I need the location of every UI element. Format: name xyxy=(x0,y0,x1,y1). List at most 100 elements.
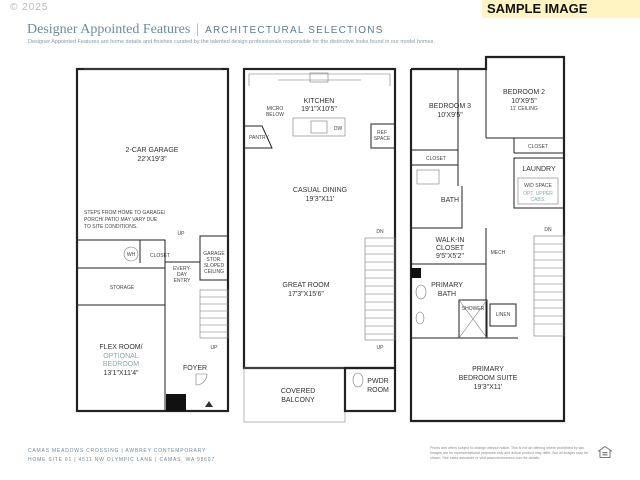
equal-housing-icon xyxy=(598,446,612,458)
kitchen-counter xyxy=(248,73,391,86)
foyer-door-swing xyxy=(195,373,208,386)
pwdr-label-1: PWDR xyxy=(367,378,388,385)
kitchen-island xyxy=(292,117,346,137)
entry-step-block xyxy=(166,394,186,411)
great-room-label: GREAT ROOM xyxy=(282,282,329,289)
kitchen-dims: 19'1"X10'5" xyxy=(301,106,337,113)
steps-note-2: PORCH/ PATIO MAY VARY DUE xyxy=(84,217,158,223)
title-separator: | xyxy=(196,22,200,37)
garage-stor-box xyxy=(199,235,229,281)
bedroom2-label: BEDROOM 2 xyxy=(503,89,545,96)
everyday-entry-3: ENTRY xyxy=(174,278,192,284)
entry-arrow xyxy=(205,401,213,407)
dining-dims: 19'3"X11' xyxy=(306,196,335,203)
shower-label: SHOWER xyxy=(462,306,485,312)
flex-optional-2: BEDROOM xyxy=(103,361,139,368)
laundry-walls xyxy=(513,157,565,209)
garage-stor-2: STOR. xyxy=(206,257,221,263)
micro-label-1: MICRO xyxy=(267,106,284,112)
walkin-dims: 9'5"X5'2" xyxy=(436,253,464,260)
stairs-ground xyxy=(199,289,229,339)
everyday-entry-2: DAY xyxy=(177,272,188,278)
footer-address: CAMAS MEADOWS CROSSING | AWBREY CONTEMPO… xyxy=(28,447,215,465)
pwdr-label-2: ROOM xyxy=(367,387,389,394)
suite-dims: 19'3"X11' xyxy=(474,384,503,391)
garage-stor-4: CEILING xyxy=(204,269,224,275)
footer-line-2: HOME SITE 61 | 4511 NW OLYMPIC LANE | CA… xyxy=(28,457,215,463)
closet-b2-label: CLOSET xyxy=(528,144,548,150)
title-text: Designer Appointed Features xyxy=(27,22,191,37)
sink-symbol xyxy=(310,120,328,134)
sink-symbol-primary xyxy=(415,311,425,325)
steps-note-1: STEPS FROM HOME TO GARAGE/ xyxy=(84,210,166,216)
up-label-main: UP xyxy=(377,345,385,351)
garage-wall xyxy=(77,239,166,411)
footer-line-1: CAMAS MEADOWS CROSSING | AWBREY CONTEMPO… xyxy=(28,448,207,454)
suite-label-2: BEDROOM SUITE xyxy=(459,375,518,382)
dw-label: DW xyxy=(334,126,343,132)
up-label-garage: UP xyxy=(178,231,186,237)
pantry-walls xyxy=(244,125,273,149)
opt-upper-2: CABS. xyxy=(530,197,545,203)
garage-dims: 22'X19'3" xyxy=(137,156,167,163)
balcony-label-2: BALCONY xyxy=(281,397,315,404)
tub-symbol xyxy=(416,169,440,185)
bath-label: BATH xyxy=(441,197,459,204)
garage-label: 2-CAR GARAGE xyxy=(126,147,179,154)
ref-space-box xyxy=(370,123,396,149)
up-label-foyer: UP xyxy=(211,345,219,351)
walkin-label-1: WALK-IN xyxy=(436,237,465,244)
stairs-main xyxy=(364,237,396,341)
stairs-upper xyxy=(533,235,565,337)
steps-note-3: TO SITE CONDITIONS. xyxy=(84,224,138,230)
plan-main-floor: KITCHEN 19'1"X10'5" MICRO BELOW DW REF S… xyxy=(242,67,397,423)
mech-label: MECH xyxy=(491,250,506,256)
opt-upper-1: OPT. UPPER xyxy=(523,191,553,197)
range-symbol xyxy=(309,72,329,83)
title-subtitle: ARCHITECTURAL SELECTIONS xyxy=(205,25,384,36)
kitchen-label: KITCHEN xyxy=(304,98,335,105)
linen-walls xyxy=(489,303,517,327)
suite-label-1: PRIMARY xyxy=(472,366,504,373)
wd-space-box xyxy=(517,177,559,205)
flex-optional-1: OPTIONAL xyxy=(103,353,139,360)
dn-label-main: DN xyxy=(376,229,384,235)
flex-room-dims: 13'1"X11'4" xyxy=(103,370,139,377)
plan-upper-floor: BEDROOM 3 10'X9'5" BEDROOM 2 10'X9'5" 11… xyxy=(409,55,566,423)
ref-label-1: REF xyxy=(377,130,387,136)
bath-walls xyxy=(411,186,463,229)
toilet-symbol-pwdr xyxy=(352,372,364,388)
bedroom2-ceiling: 11' CEILING xyxy=(510,106,538,112)
wh-label: WH xyxy=(127,252,136,258)
ref-label-2: SPACE xyxy=(374,136,391,142)
sample-image-badge: SAMPLE IMAGE xyxy=(482,0,640,18)
pantry-label: PANTRY xyxy=(249,135,269,141)
water-heater-symbol xyxy=(123,246,139,262)
micro-label-2: BELOW xyxy=(266,112,284,118)
garage-stor-1: GARAGE xyxy=(203,251,225,257)
flex-room-label: FLEX ROOM/ xyxy=(99,344,142,351)
everyday-entry-1: EVERY- xyxy=(173,266,191,272)
dn-label-upper: DN xyxy=(544,227,552,233)
page-title: Designer Appointed Features | ARCHITECTURA… xyxy=(27,22,384,38)
balcony-label-1: COVERED xyxy=(281,388,316,395)
garage-stor-3: SLOPED xyxy=(204,263,225,269)
column-block xyxy=(411,268,421,278)
foyer-label: FOYER xyxy=(183,365,207,372)
wd-space-label: W/D SPACE xyxy=(524,183,552,189)
closet-b3-label: CLOSET xyxy=(426,156,446,162)
footer-disclaimer: Prices and offers subject to change with… xyxy=(430,446,588,460)
plan-ground-floor: 2-CAR GARAGE 22'X19'3" STEPS FROM HOME T… xyxy=(75,67,230,413)
bedroom2-dims: 10'X9'5" xyxy=(511,98,537,105)
toilet-symbol-primary xyxy=(415,284,427,300)
bedroom3-dims: 10'X9'5" xyxy=(437,112,463,119)
walkin-label-2: CLOSET xyxy=(436,245,465,252)
header-description: Designer Appointed Features are home det… xyxy=(28,39,435,45)
dining-label: CASUAL DINING xyxy=(293,187,347,194)
laundry-label: LAUNDRY xyxy=(522,166,556,173)
great-room-dims: 17'3"X15'6" xyxy=(288,291,324,298)
primary-bath-label-1: PRIMARY xyxy=(431,282,463,289)
storage-label: STORAGE xyxy=(110,285,135,291)
powder-room-walls xyxy=(343,366,397,413)
